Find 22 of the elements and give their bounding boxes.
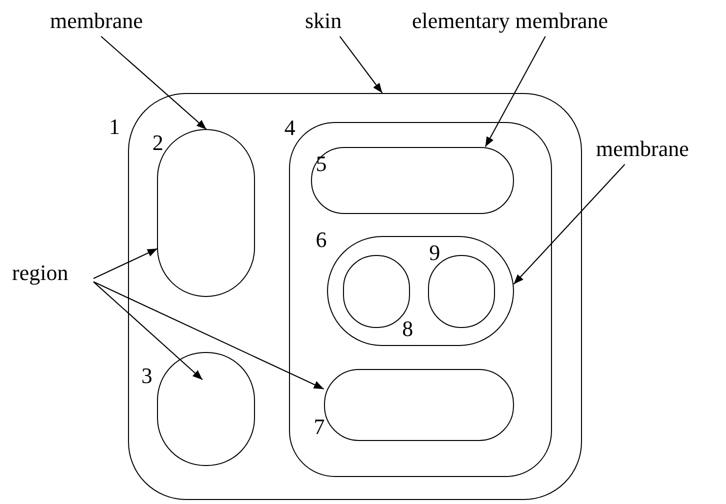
callout-label: membrane [50,10,143,32]
membrane-number: 3 [141,365,152,388]
leader-line [484,36,546,148]
leader-line [513,164,626,285]
leader-line [93,281,203,380]
membrane-outline [310,146,514,214]
membrane-number: 9 [429,242,440,264]
callout-label: elementary membrane [412,10,608,32]
leader-line [100,36,207,130]
membrane-number: 6 [316,228,327,251]
callout-label: skin [305,10,342,32]
leader-line [93,281,324,390]
membrane-number: 7 [314,416,325,438]
leader-line [93,248,158,279]
membrane-number: 8 [402,318,414,340]
leader-line [339,36,383,94]
membrane-number: 5 [316,152,327,175]
callout-label: membrane [596,138,689,160]
membrane-number: 4 [284,117,296,140]
membrane-number: 2 [152,132,164,154]
membrane-number: 1 [109,116,120,138]
callout-label: region [12,262,68,284]
